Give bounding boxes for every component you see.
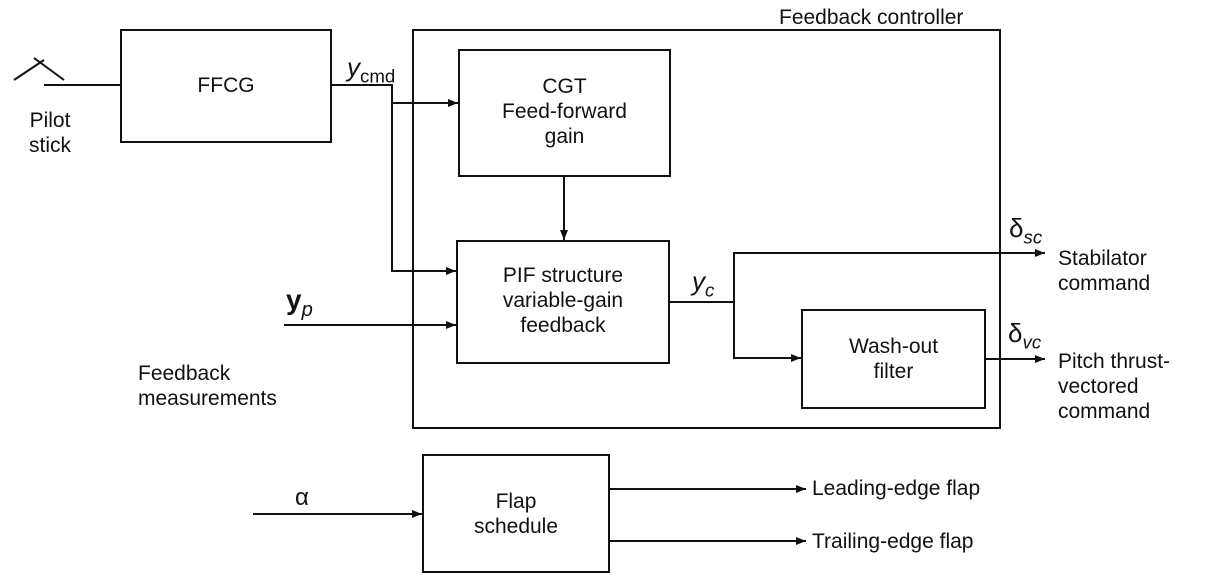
feedback-controller-boundary (412, 29, 1001, 429)
pif-line3: feedback (520, 314, 606, 337)
washout-line2: filter (873, 360, 914, 383)
pif-to-washout-arrow (733, 302, 801, 362)
stick-line-1 (13, 59, 45, 81)
pilot-stick-label: Pilot stick (20, 108, 80, 158)
alpha-symbol: α (295, 484, 309, 511)
flap-schedule-block (422, 454, 610, 573)
leading-edge-flap-label: Leading-edge flap (812, 477, 981, 500)
cgt-line3: gain (544, 125, 585, 148)
delta-sc-symbol: δsc (1009, 213, 1042, 249)
pif-line2: variable-gain (502, 289, 624, 312)
pilot-stick-icon (13, 57, 65, 81)
flap-schedule-line1: Flap (495, 490, 537, 513)
flap-schedule-line2: schedule (473, 515, 559, 538)
feedback-measurements-line2: measurements (138, 387, 277, 410)
feedback-measurements-line1: Feedback (138, 362, 231, 385)
washout-filter-label: Wash-out filter (802, 334, 985, 384)
cgt-label: CGT Feed-forward gain (459, 74, 670, 149)
delta-sc-sub: sc (1023, 226, 1043, 248)
ycmd-sub: cmd (360, 65, 396, 87)
feedback-measurements-label: Feedback measurements (138, 361, 277, 411)
pilot-stick-line2: stick (29, 134, 71, 157)
ycmd-base: y (347, 52, 360, 82)
ycmd-symbol: ycmd (347, 52, 395, 88)
yc-base: y (692, 266, 705, 296)
stabilator-command-arrow (733, 249, 1045, 302)
pitch-thrust-line3: command (1058, 400, 1151, 423)
feedback-controller-title: Feedback controller (779, 6, 964, 29)
stick-line-2 (33, 57, 65, 81)
pitch-thrust-line2: vectored (1058, 375, 1139, 398)
cgt-line2: Feed-forward (502, 100, 627, 123)
yp-base: y (286, 284, 302, 315)
washout-line1: Wash-out (848, 335, 939, 358)
pitch-thrust-vectored-label: Pitch thrust- vectored command (1058, 349, 1170, 424)
delta-vc-sub: vc (1022, 331, 1042, 353)
pif-label: PIF structure variable-gain feedback (457, 263, 669, 338)
pitch-thrust-line1: Pitch thrust- (1058, 350, 1171, 373)
delta-vc-symbol: δvc (1008, 318, 1041, 354)
yp-sub: p (301, 299, 313, 322)
yc-sub: c (705, 279, 715, 301)
delta-vc-base: δ (1008, 318, 1023, 348)
trailing-edge-flap-label: Trailing-edge flap (812, 530, 974, 553)
stabilator-command-label: Stabilator command (1058, 246, 1150, 296)
ycmd-to-cgt-arrow (331, 84, 458, 107)
stabilator-line1: Stabilator (1058, 247, 1147, 270)
flap-schedule-label: Flap schedule (423, 489, 609, 539)
pif-line1: PIF structure (502, 264, 624, 287)
yc-symbol: yc (692, 266, 714, 302)
cgt-line1: CGT (542, 75, 587, 98)
yp-symbol: yp (286, 284, 313, 322)
ycmd-to-pif-arrow (391, 103, 456, 275)
stabilator-line2: command (1058, 272, 1151, 295)
pilot-stick-line1: Pilot (29, 109, 71, 132)
ffcg-label: FFCG (197, 74, 255, 97)
delta-sc-base: δ (1009, 213, 1024, 243)
